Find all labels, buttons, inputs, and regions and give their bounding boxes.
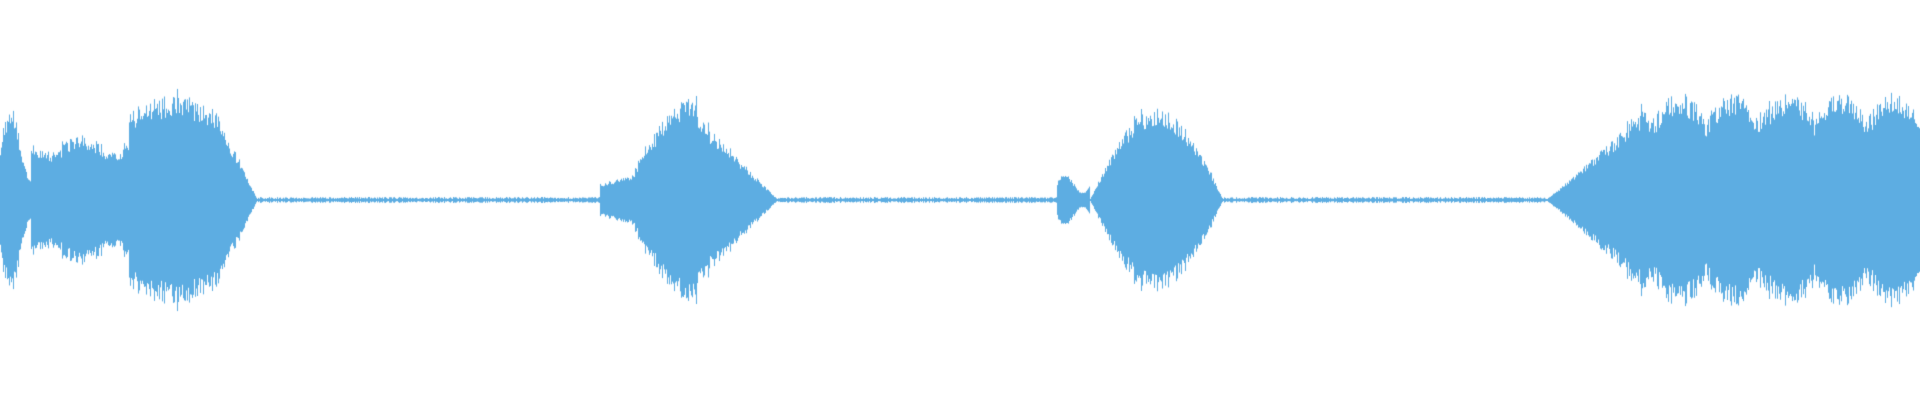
audio-waveform [0,0,1920,400]
waveform-canvas[interactable] [0,0,1920,400]
